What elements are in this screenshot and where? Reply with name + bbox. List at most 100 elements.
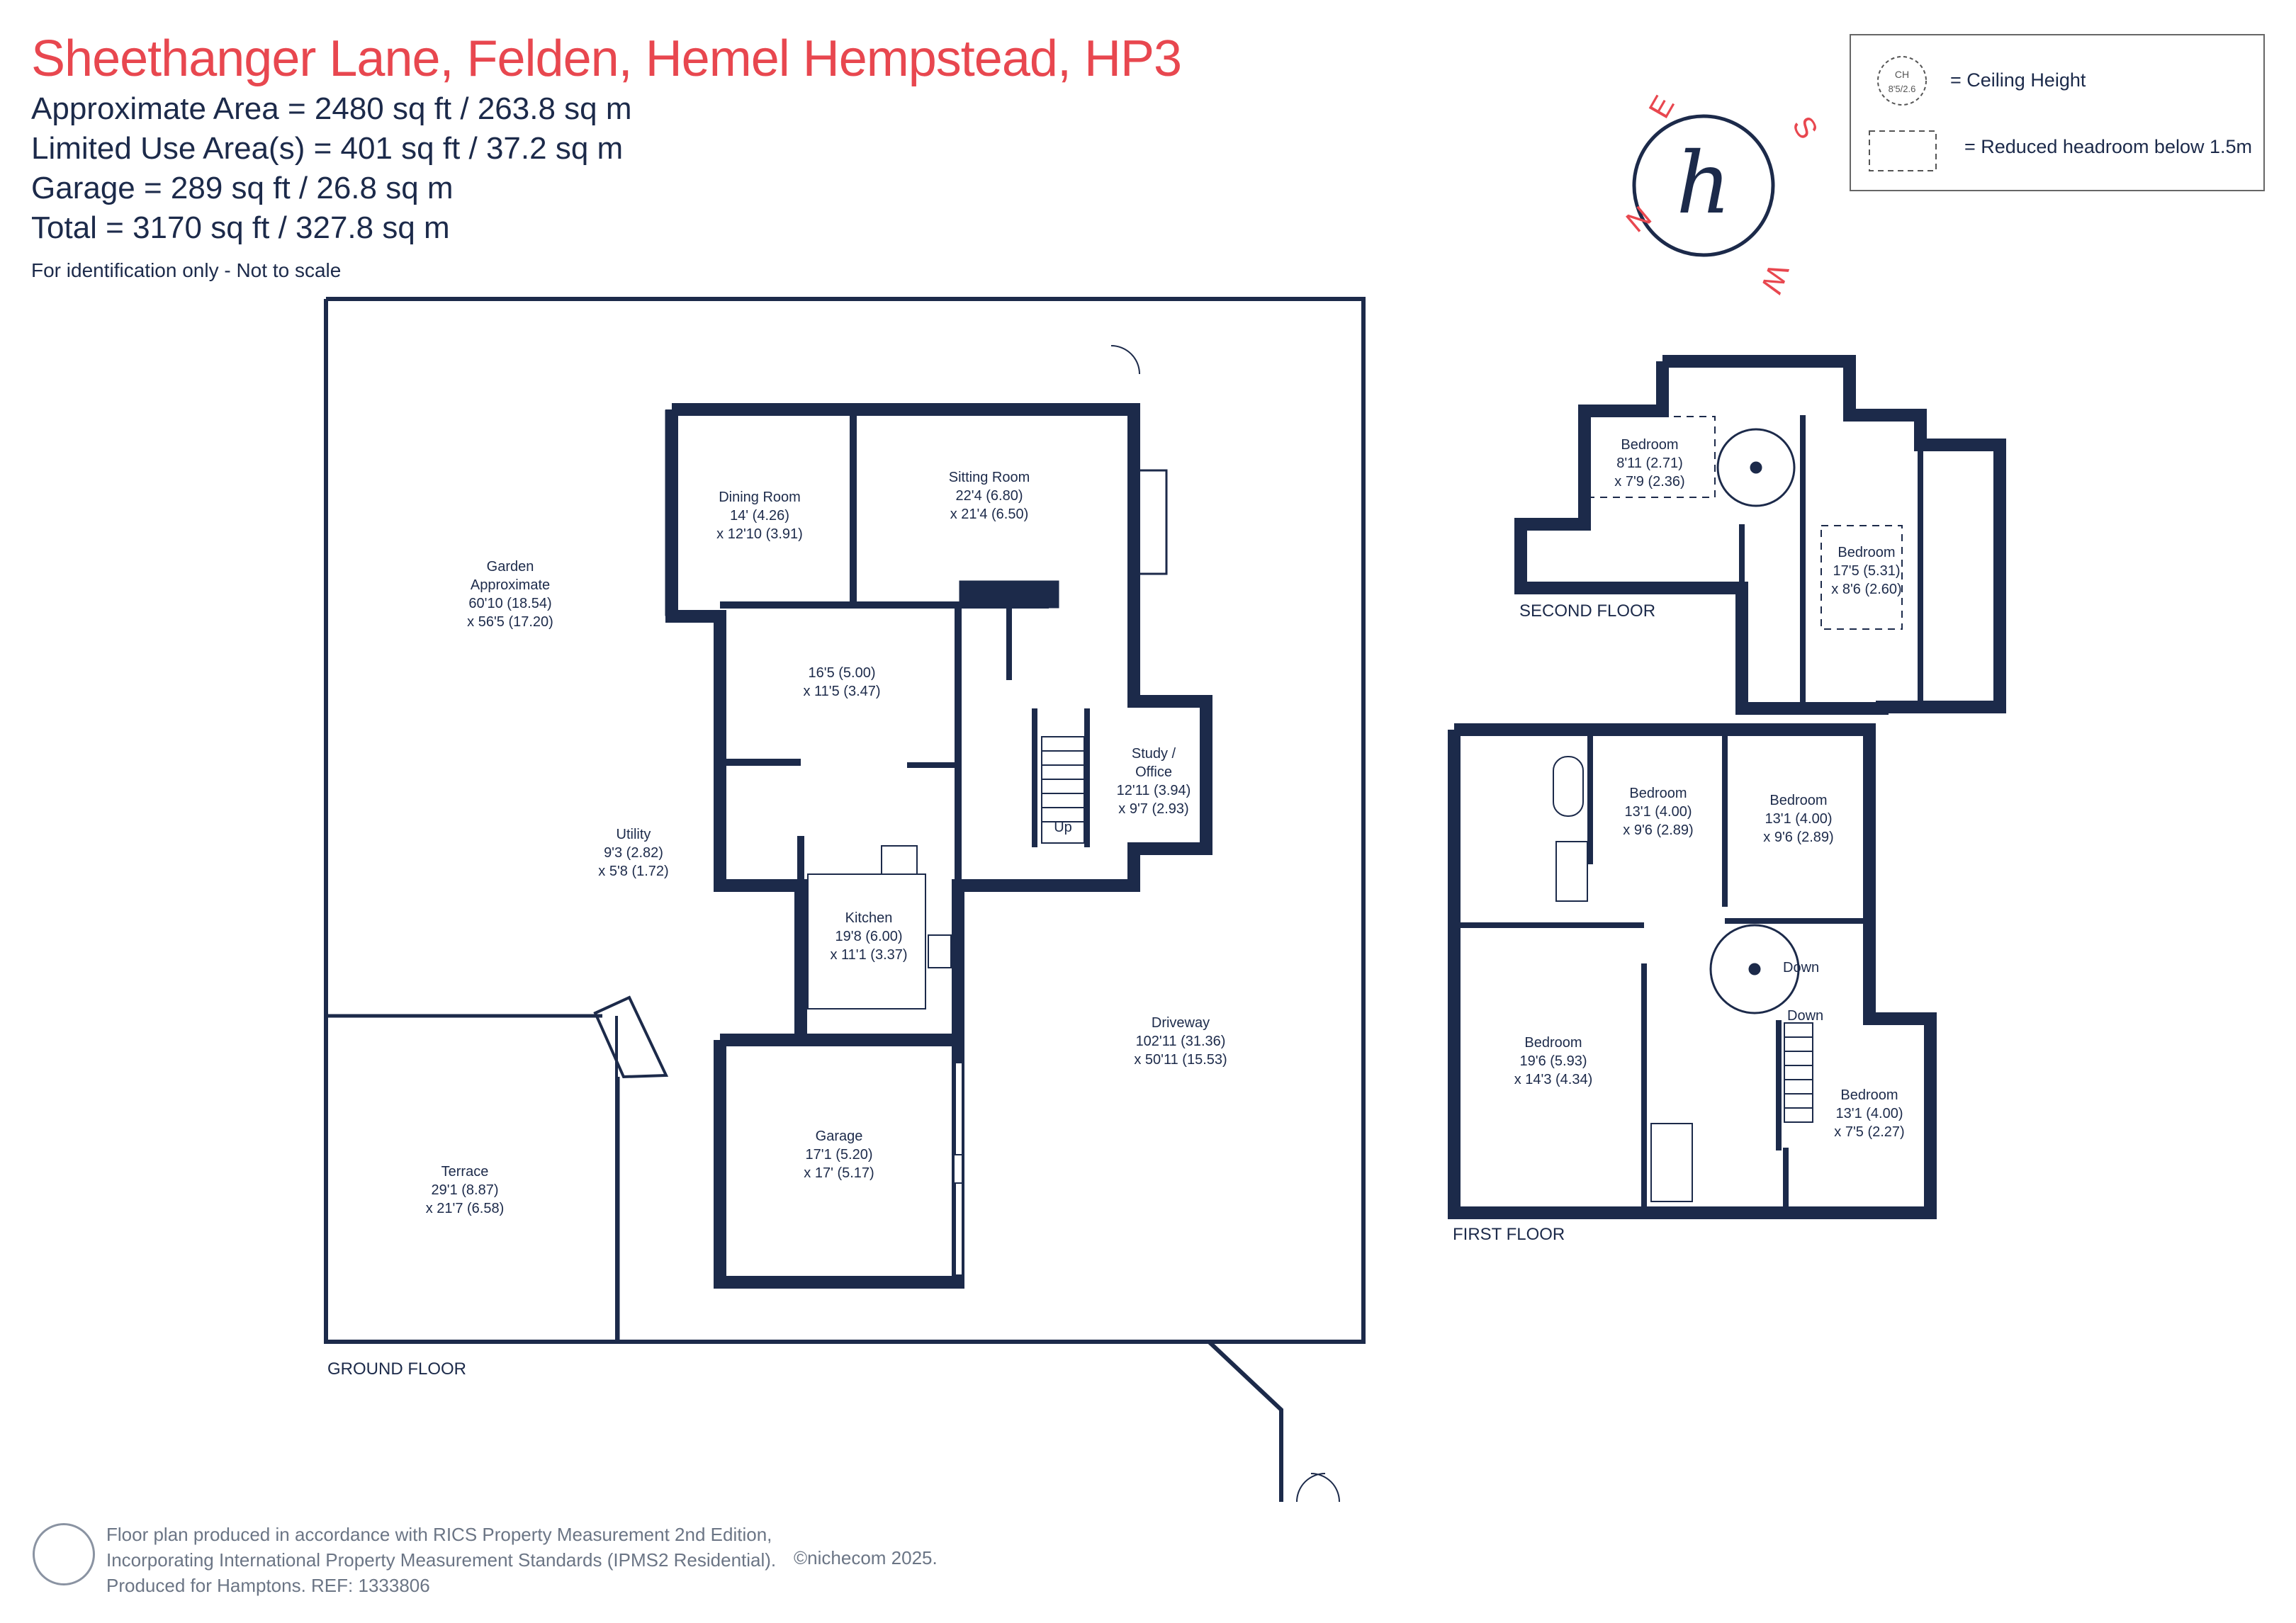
person-icon — [33, 1523, 95, 1585]
sf-bedroom2-dim1: 17'5 (5.31) — [1833, 563, 1901, 579]
header: Sheethanger Lane, Felden, Hemel Hempstea… — [31, 28, 1182, 282]
terrace-dim1: 29'1 (8.87) — [432, 1182, 499, 1198]
legend: CH 8'5/2.6 = Ceiling Height = Reduced he… — [1850, 34, 2265, 191]
garden-dim2: x 56'5 (17.20) — [467, 614, 553, 630]
dining-bay — [665, 409, 672, 616]
ground-floor-label: GROUND FLOOR — [327, 1359, 466, 1379]
entry-gate — [1296, 1473, 1340, 1503]
terrace-name: Terrace — [441, 1164, 489, 1180]
compass-s: S — [1786, 111, 1825, 145]
garage-door-2 — [955, 1182, 963, 1276]
driveway-name: Driveway — [1152, 1015, 1210, 1031]
shower — [1555, 841, 1588, 902]
footer-line-2: Incorporating International Property Mea… — [106, 1549, 777, 1571]
kitchen-name: Kitchen — [845, 910, 893, 926]
ff-bedroom4-dim2: x 7'5 (2.27) — [1834, 1124, 1904, 1140]
garden-name: Garden — [487, 559, 534, 575]
legend-ceiling-height: = Ceiling Height — [1950, 69, 2086, 91]
spiral-stair-core — [1748, 963, 1761, 976]
reduced-headroom-2 — [1821, 525, 1903, 630]
spiral-stair-top-core — [1750, 461, 1762, 474]
ch-symbol-bottom: 8'5/2.6 — [1889, 84, 1916, 94]
footer-line-1: Floor plan produced in accordance with R… — [106, 1524, 772, 1545]
limited-use-area: Limited Use Area(s) = 401 sq ft / 37.2 s… — [31, 131, 624, 166]
logo-h: h — [1676, 135, 1731, 233]
garden-approx: Approximate — [471, 577, 550, 593]
ff-bedroom2-name: Bedroom — [1769, 793, 1827, 808]
sink — [928, 934, 952, 968]
page-title: Sheethanger Lane, Felden, Hemel Hempstea… — [31, 30, 1182, 87]
chimney — [959, 580, 1059, 609]
footer-line-3: Produced for Hamptons. REF: 1333806 — [106, 1575, 430, 1596]
copyright: ©nichecom 2025. — [794, 1547, 938, 1568]
first-stairs — [1784, 1022, 1813, 1123]
garage-walls — [714, 1034, 964, 1289]
sf-bedroom1-dim2: x 7'9 (2.36) — [1614, 474, 1684, 490]
hob — [881, 845, 918, 875]
spiral-stair-top — [1716, 428, 1796, 507]
dining-room-dim1: 14' (4.26) — [730, 508, 789, 524]
ceiling-height-icon — [1877, 56, 1927, 106]
sitting-room-dim2: x 21'4 (6.50) — [950, 507, 1029, 522]
sf-bedroom2-dim2: x 8'6 (2.60) — [1831, 582, 1901, 597]
garage-name: Garage — [816, 1129, 863, 1144]
sitting-room-name: Sitting Room — [949, 470, 1030, 485]
ff-bedroom4-dim1: 13'1 (4.00) — [1836, 1106, 1903, 1121]
dining-room-dim2: x 12'10 (3.91) — [716, 526, 803, 542]
ff-bedroom2-dim2: x 9'6 (2.89) — [1763, 830, 1833, 845]
kitchen-island — [807, 873, 926, 1010]
compass-e: E — [1642, 90, 1681, 124]
ff-bedroom3-name: Bedroom — [1524, 1035, 1582, 1051]
spiral-stair — [1709, 924, 1800, 1014]
reduced-headroom-1 — [1584, 416, 1716, 498]
legend-reduced-headroom: = Reduced headroom below 1.5m — [1964, 136, 2253, 157]
approximate-area: Approximate Area = 2480 sq ft / 263.8 sq… — [31, 91, 632, 126]
legend-symbols: CH 8'5/2.6 — [1869, 56, 1937, 171]
sitting-bay — [1134, 469, 1168, 575]
compass-w: W — [1755, 260, 1796, 298]
study-dim2: x 9'7 (2.93) — [1118, 801, 1188, 817]
ground-floor — [324, 297, 1366, 1503]
disclaimer: For identification only - Not to scale — [31, 259, 342, 281]
sf-bedroom2-name: Bedroom — [1838, 545, 1895, 560]
study-name-2: Office — [1135, 764, 1172, 780]
sf-bedroom1-dim1: 8'11 (2.71) — [1616, 456, 1683, 471]
utility-dim2: x 5'8 (1.72) — [598, 864, 668, 879]
garage-dim1: 17'1 (5.20) — [806, 1147, 873, 1163]
terrace-steps — [593, 995, 669, 1079]
ff-bedroom1-dim2: x 9'6 (2.89) — [1623, 822, 1693, 838]
ground-floor-labels: Dining Room 14' (4.26) x 12'10 (3.91) Si… — [327, 470, 1227, 1379]
house-wall-east — [672, 403, 1212, 1041]
second-floor-outer-walls — [1514, 355, 2006, 715]
driveway-dim1: 102'11 (31.36) — [1136, 1034, 1226, 1049]
ff-bedroom2-dim1: 13'1 (4.00) — [1765, 811, 1833, 827]
hall-dim2: x 11'5 (3.47) — [803, 684, 880, 699]
ff-bedroom4-name: Bedroom — [1840, 1087, 1898, 1103]
garage-area: Garage = 289 sq ft / 26.8 sq m — [31, 171, 454, 205]
utility-dim1: 9'3 (2.82) — [604, 845, 663, 861]
second-floor — [1514, 355, 2006, 715]
shower-2 — [1650, 1123, 1693, 1202]
compass-logo: h N E S W — [1620, 90, 1825, 298]
sf-bedroom1-name: Bedroom — [1621, 437, 1678, 453]
study-name: Study / — [1132, 746, 1176, 762]
driveway-dim2: x 50'11 (15.53) — [1134, 1052, 1227, 1068]
stairs-down: Down — [1787, 1008, 1823, 1024]
terrace-dim2: x 21'7 (6.58) — [426, 1201, 505, 1216]
ff-bedroom3-dim2: x 14'3 (4.34) — [1514, 1072, 1593, 1087]
dining-room-name: Dining Room — [719, 490, 801, 505]
bath — [1553, 756, 1584, 817]
second-floor-labels: Bedroom 8'11 (2.71) x 7'9 (2.36) Bedroom… — [1519, 437, 1902, 621]
utility-name: Utility — [617, 827, 651, 842]
ch-symbol-top: CH — [1895, 69, 1909, 80]
ground-stairs — [1041, 736, 1085, 844]
hall-dim1: 16'5 (5.00) — [809, 665, 876, 681]
logo-ring-icon — [1632, 114, 1775, 257]
plot-boundary-left — [324, 299, 1209, 1344]
footer: Floor plan produced in accordance with R… — [106, 1522, 776, 1598]
first-floor-label: FIRST FLOOR — [1453, 1225, 1565, 1244]
spiral-stairs-down: Down — [1783, 960, 1819, 976]
stairs-up: Up — [1054, 820, 1072, 835]
total-area: Total = 3170 sq ft / 327.8 sq m — [31, 210, 450, 245]
